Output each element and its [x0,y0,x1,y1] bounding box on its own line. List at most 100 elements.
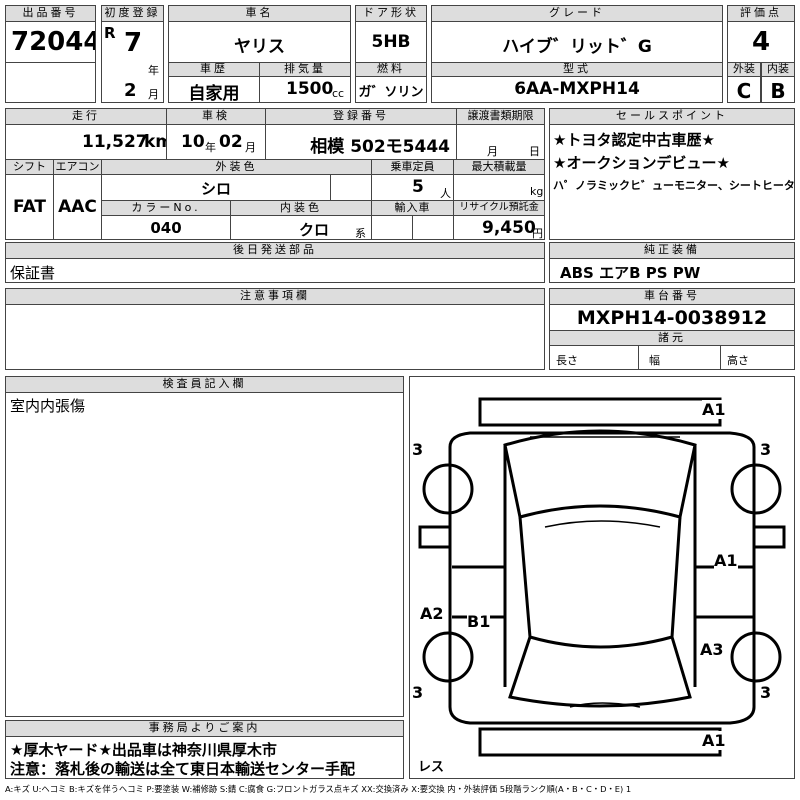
door-type-cell: 5HB [355,21,427,63]
shift-cell: FAT [5,174,54,240]
transfer-day-unit: 日 [529,145,540,158]
mileage: 11,527 [82,132,148,152]
interior-color-unit: 系 [355,227,366,240]
shift-header: シフト [5,159,54,175]
transfer-month-unit: 月 [487,145,498,158]
damage-label-left-rear: A2 [420,604,444,623]
first-registration-cell: R 7 年 2 月 [101,21,164,103]
office-header: 事務局よりご案内 [5,720,404,737]
capacity-header: 乗車定員 [371,159,454,175]
chassis-number: MXPH14-0038912 [576,307,768,329]
damage-label-rear-left-wheel: 3 [412,683,424,702]
color-number-header: カラーNo. [101,200,231,216]
exterior-cell: C [727,76,761,103]
import-header: 輸入車 [371,200,454,216]
later-parts: 保証書 [10,264,56,282]
lot-number: 72044 [11,27,96,57]
shift: FAT [12,197,47,217]
model-cell: 6AA-MXPH14 [431,76,723,103]
inspector-note: 室内内張傷 [10,397,86,415]
spec-length: 長さ [556,354,578,367]
lot-blank-cell [5,62,96,103]
history: 自家用 [188,84,240,103]
sales-point-1: ★トヨタ認定中古車歴★ [553,131,715,149]
notes-cell [5,304,545,370]
later-parts-header: 後日発送部品 [5,242,545,259]
damage-label-front-left-wheel: 3 [412,440,424,459]
office-line-2: 注意：落札後の輸送は全て東日本輸送センター手配 [10,760,356,778]
damage-label-left-door: B1 [467,612,491,631]
notes-header: 注意事項欄 [5,288,545,305]
inspection-month-unit: 月 [245,141,256,154]
door-type: 5HB [371,32,411,52]
car-name-header: 車名 [168,5,351,22]
max-load-unit: kg [530,185,544,198]
interior-color-cell: クロ 系 [230,215,372,240]
first-registration-header: 初度登録 [101,5,164,22]
equipment-header: 純正装備 [549,242,795,259]
specs-header: 諸元 [549,330,795,346]
color-number-cell: 040 [101,215,231,240]
registration-year: 7 [124,28,143,58]
interior-header: 内装 [761,62,795,77]
score-cell: 4 [727,21,795,63]
mileage-unit: km [144,132,166,152]
interior-color: クロ [299,221,330,239]
damage-label-right-door: A1 [714,551,738,570]
grade: ハイブ゛リット゛G [502,37,652,57]
mileage-cell: 11,527 km [5,124,167,160]
sales-point-2: ★オークションデビュー★ [553,154,730,172]
damage-label-front-right-wheel: 3 [760,440,772,459]
displacement: 1500 [286,79,334,99]
later-parts-cell: 保証書 [5,258,545,283]
lot-number-cell: 72044 [5,21,96,63]
spec-length-cell: 長さ [549,345,639,370]
spec-height: 高さ [727,354,749,367]
max-load-header: 最大積載量 [453,159,545,175]
equipment-cell: ABS エアB PS PW [549,258,795,283]
damage-label-front-bumper: A1 [702,400,726,419]
spec-width-cell: 幅 [638,345,721,370]
chassis-cell: MXPH14-0038912 [549,304,795,331]
inspection-year-unit: 年 [205,141,216,154]
recycle-unit: 円 [532,227,543,240]
score: 4 [751,27,771,57]
sales-points-header: セールスポイント [549,108,795,125]
damage-label-spare: レス [418,756,445,775]
damage-label-rear-bumper: A1 [702,731,726,750]
displacement-cell: 1500 cc [259,76,351,103]
plate-number: 相模 502モ5444 [310,137,450,157]
door-type-header: ドア形状 [355,5,427,22]
recycle-fee: 9,450 [482,218,536,238]
year-unit: 年 [148,64,159,77]
office-line-1: ★厚木ヤード★出品車は神奈川県厚木市 [10,741,277,759]
recycle-cell: 9,450 円 [453,215,545,240]
damage-label-rear-right-wheel: 3 [760,683,772,702]
equipment: ABS エアB PS PW [560,264,701,282]
spec-width: 幅 [649,354,660,367]
inspection-cell: 10 年 02 月 [166,124,266,160]
car-name: ヤリス [234,37,285,57]
sales-point-3: ハ゜ノラミックヒ゛ューモニター、シートヒーター、BSM [553,179,795,192]
inspection-header: 車検 [166,108,266,125]
plate-header: 登録番号 [265,108,457,125]
fuel-cell: ガ゛ソリン [355,76,427,103]
month-unit: 月 [148,88,159,101]
interior-cell: B [761,76,795,103]
max-load-cell: kg [453,174,545,201]
inspector-header: 検査員記入欄 [5,376,404,393]
exterior-color-extra-cell [330,174,372,201]
history-header: 車歴 [168,62,260,77]
car-diagram-drawing [418,397,786,757]
color-number: 040 [150,219,182,237]
exterior-color-header: 外装色 [101,159,372,175]
spec-height-cell: 高さ [720,345,795,370]
fuel: ガ゛ソリン [358,85,424,100]
model: 6AA-MXPH14 [514,79,640,99]
interior-score: B [770,79,786,103]
exterior-header: 外装 [727,62,761,77]
sales-points-cell: ★トヨタ認定中古車歴★ ★オークションデビュー★ ハ゜ノラミックヒ゛ューモニター… [549,124,795,240]
lot-number-header: 出品番号 [5,5,96,22]
office-cell: ★厚木ヤード★出品車は神奈川県厚木市 注意：落札後の輸送は全て東日本輸送センター… [5,736,404,779]
car-name-cell: ヤリス [168,21,351,63]
